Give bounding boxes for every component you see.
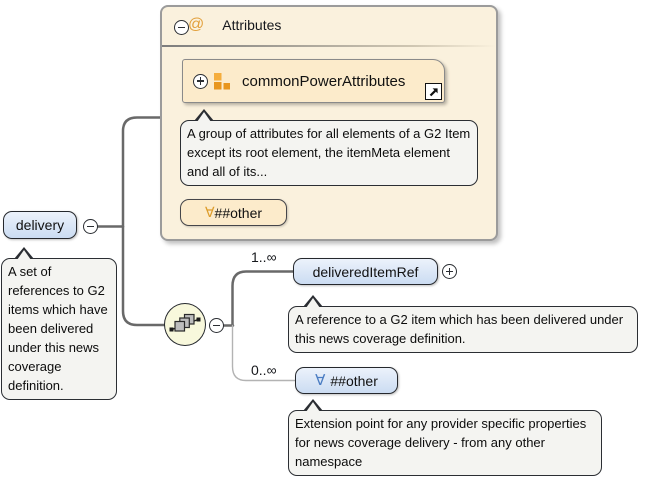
other-annotation-callout: Extension point for any provider specifi… [288,399,602,476]
other-occurrence-label: 0..∞ [251,362,277,378]
collapse-attributes-button[interactable] [174,20,189,35]
delivereditemref-annotation-text: A reference to a G2 item which has been … [295,312,624,346]
expand-delivereditemref-button[interactable] [442,264,457,279]
common-power-attributes-label: commonPowerAttributes [242,72,406,90]
collapse-sequence-button[interactable] [209,318,224,333]
delivery-label: delivery [15,217,65,233]
at-sign-icon: @ [188,16,205,33]
delivereditemref-occurrence-label: 1..∞ [251,249,277,265]
any-element-wildcard-box[interactable]: ∀ ##other [295,367,398,394]
delivereditemref-annotation-callout: A reference to a G2 item which has been … [288,295,638,353]
delivery-annotation-callout: A set of references to G2 items which ha… [1,247,117,400]
forall-icon: ∀ [204,204,215,220]
other-annotation-text: Extension point for any provider specifi… [295,416,587,469]
delivereditemref-label: deliveredItemRef [312,263,419,280]
forall-icon: ∀ [315,372,326,389]
delivery-element-box[interactable]: delivery [3,211,77,239]
attributes-group-title: Attributes [222,17,282,33]
attributes-annotation-text: A group of attributes for all elements o… [187,126,471,179]
common-power-attributes-box[interactable]: commonPowerAttributes [182,59,445,103]
expand-common-power-attributes-button[interactable] [193,73,208,89]
header-separator [162,45,496,47]
attributes-group-box: @ Attributes commonPowerAttributes A gro… [160,5,498,241]
attributes-group-header: @ Attributes [162,7,496,43]
any-element-wildcard-label: ##other [330,372,378,389]
attribute-group-icon [214,73,230,90]
jump-to-definition-icon[interactable] [425,83,442,100]
attributes-annotation-callout: A group of attributes for all elements o… [180,109,478,186]
collapse-delivery-button[interactable] [83,219,98,234]
delivereditemref-element-box[interactable]: deliveredItemRef [293,258,438,285]
delivery-annotation-text: A set of references to G2 items which ha… [8,264,108,393]
sequence-icon [169,313,201,332]
sequence-compositor[interactable] [164,303,206,346]
any-attribute-wildcard-label: ##other [214,204,263,221]
any-attribute-wildcard-box[interactable]: ∀ ##other [180,199,287,226]
